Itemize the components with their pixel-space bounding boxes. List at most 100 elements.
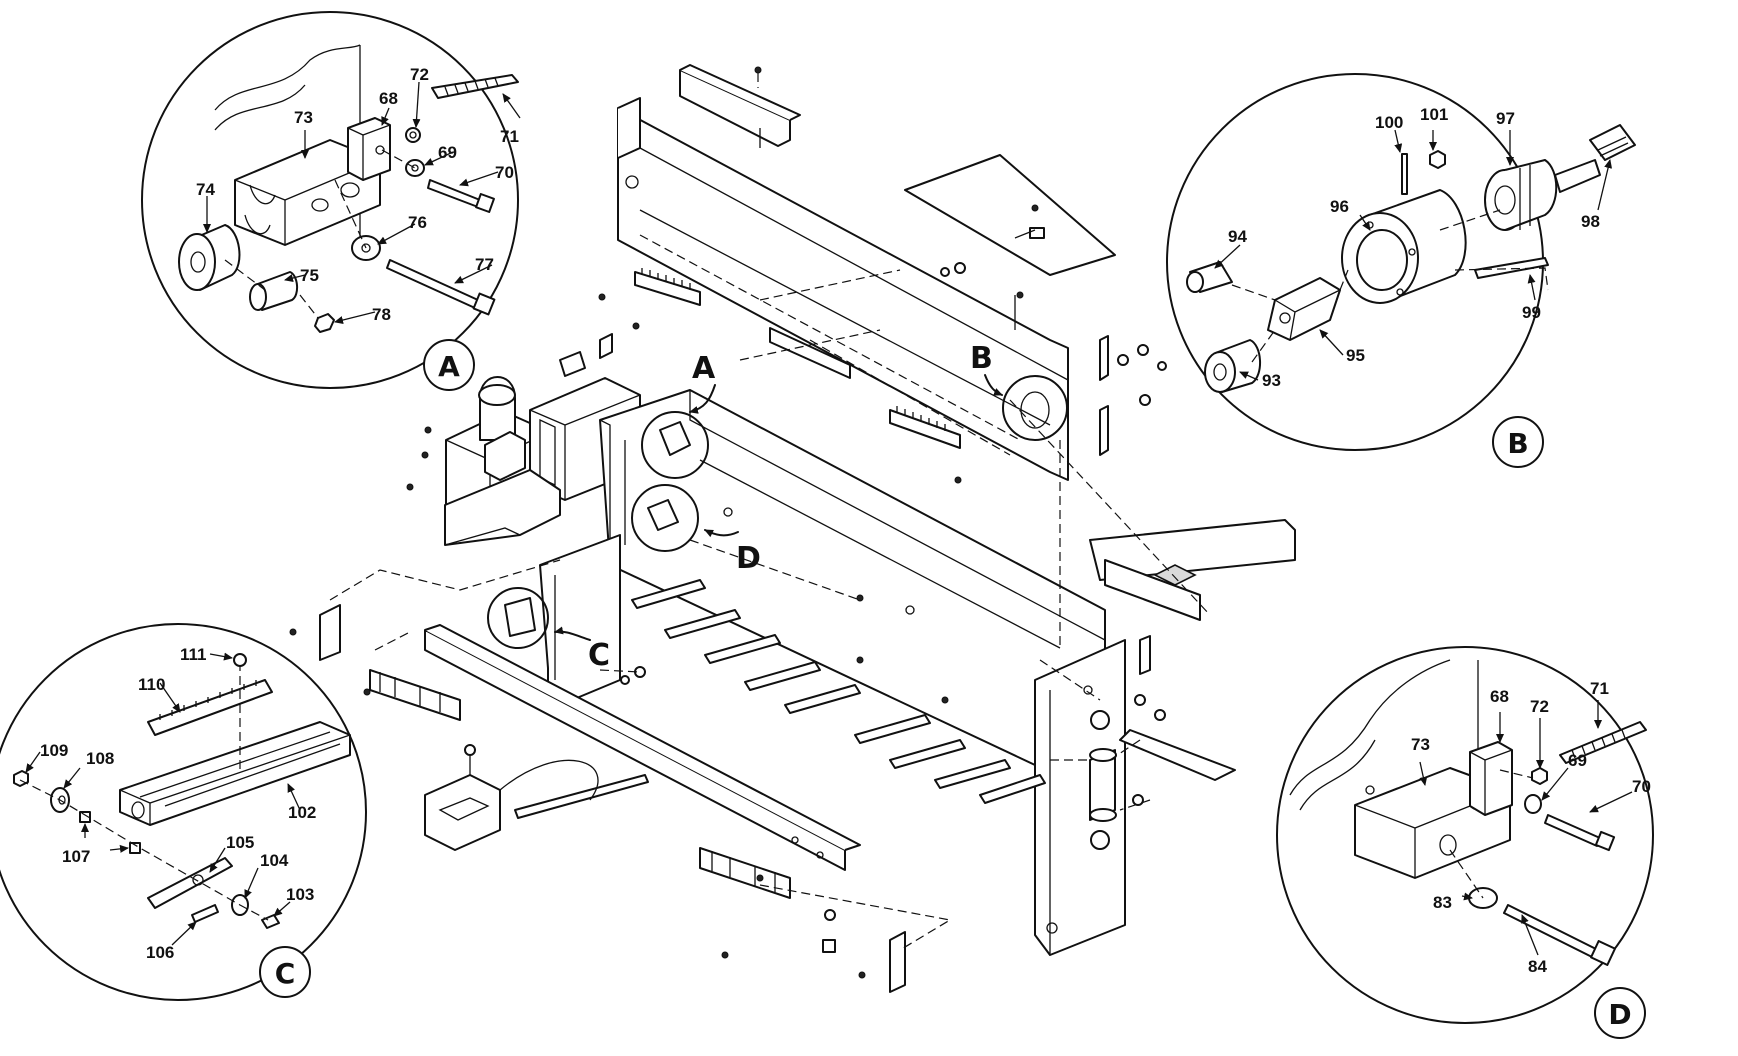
pin-100 (1401, 153, 1408, 195)
body-96 (1341, 189, 1467, 304)
label-98: 98 (1581, 212, 1600, 231)
bracket-right (1139, 635, 1151, 675)
svg-text:C: C (275, 957, 296, 990)
bed-bar (514, 774, 649, 819)
label-69-d: 69 (1568, 751, 1587, 770)
svg-text:D: D (1608, 998, 1631, 1031)
spring-assembly (1089, 710, 1117, 850)
callout-d: D (631, 484, 761, 576)
label-73: 73 (294, 108, 313, 127)
callout-d-letter: D (736, 541, 761, 576)
hold-down-clamp-right (699, 847, 791, 899)
bracket-bottom (889, 931, 906, 993)
top-guard (679, 64, 801, 148)
nut-107-a (79, 811, 91, 823)
adjusting-bolt-98 (1554, 124, 1636, 193)
screw-99 (1474, 257, 1549, 279)
gear-rack-upper (634, 268, 701, 306)
label-78: 78 (372, 305, 391, 324)
label-96: 96 (1330, 197, 1349, 216)
label-71: 71 (500, 127, 519, 146)
label-70-d: 70 (1632, 777, 1651, 796)
screw-103 (261, 914, 280, 929)
detail-a: 73 74 68 72 71 69 70 76 77 75 78 A (141, 11, 521, 391)
main-assembly (289, 64, 1296, 993)
pin-106 (191, 904, 219, 923)
label-77: 77 (475, 255, 494, 274)
hold-down-clamp-left (369, 669, 461, 721)
label-69: 69 (438, 143, 457, 162)
ruler-110 (147, 679, 273, 736)
label-72-d: 72 (1530, 697, 1549, 716)
callout-a-letter: A (692, 351, 716, 386)
switch-block (559, 351, 586, 377)
bracket-68-d (1469, 741, 1513, 816)
callout-a-ring (641, 411, 709, 479)
upper-blade-beam (617, 97, 1069, 481)
bolt-84 (1503, 904, 1599, 959)
label-70: 70 (495, 163, 514, 182)
bracket-small (599, 333, 613, 359)
nut-101 (1429, 150, 1446, 169)
callout-d-ring (631, 484, 699, 552)
label-100: 100 (1375, 113, 1403, 132)
label-111: 111 (180, 645, 207, 664)
upper-blade (769, 327, 1011, 456)
detail-a-frame-edge (214, 44, 361, 111)
label-95: 95 (1346, 346, 1365, 365)
label-75: 75 (300, 266, 319, 285)
callout-b: B (970, 341, 1068, 441)
foot-pedal (424, 744, 599, 851)
label-109: 109 (40, 741, 68, 760)
detail-d-circle (1276, 646, 1654, 1024)
washer-69 (405, 159, 425, 177)
label-68-d: 68 (1490, 687, 1509, 706)
detail-b-badge (1492, 416, 1544, 468)
label-104: 104 (260, 851, 289, 870)
callout-b-letter: B (970, 341, 993, 376)
detail-a-badge (423, 339, 475, 391)
label-74: 74 (196, 180, 215, 199)
callout-b-ring (1002, 375, 1068, 441)
svg-text:A: A (438, 350, 460, 383)
nut-78 (314, 313, 335, 333)
detail-c-badge (259, 946, 311, 998)
svg-text:B: B (1507, 427, 1528, 460)
label-102: 102 (288, 803, 316, 822)
bracket-68 (347, 117, 391, 181)
roller-74 (178, 224, 241, 291)
roller-93 (1204, 339, 1261, 393)
detail-d: 73 68 72 71 69 70 83 84 D (1276, 646, 1654, 1039)
nut-72 (405, 127, 421, 143)
callout-c: C (487, 587, 610, 673)
motor-base (444, 469, 561, 546)
callout-c-letter: C (588, 638, 610, 673)
label-68: 68 (379, 89, 398, 108)
detail-c-circle (0, 623, 367, 1001)
front-table-bar (424, 624, 861, 871)
detail-c: 111 110 102 109 108 107 105 104 103 106 … (0, 623, 367, 1001)
label-71-d: 71 (1590, 679, 1609, 698)
detail-d-badge (1594, 987, 1646, 1039)
label-72: 72 (410, 65, 429, 84)
label-73-d: 73 (1411, 735, 1430, 754)
pin-75 (249, 271, 298, 311)
label-110: 110 (138, 675, 165, 694)
label-97: 97 (1496, 109, 1515, 128)
fence-bar-102 (119, 721, 351, 826)
bolt-71 (431, 74, 519, 99)
bolt-77 (386, 259, 479, 309)
label-106: 106 (146, 943, 174, 962)
callout-a: A (641, 351, 716, 479)
label-99: 99 (1522, 303, 1541, 322)
cover-plate (904, 154, 1116, 276)
bracket-left (319, 604, 341, 661)
callout-c-ring (487, 587, 549, 649)
plate-105 (147, 857, 233, 909)
bolt-70 (427, 179, 481, 208)
hardware-bolts (289, 262, 1167, 979)
back-gauge-rails (1009, 399, 1296, 621)
gear-rack-lower (889, 406, 961, 449)
detail-a-circle (141, 11, 519, 389)
